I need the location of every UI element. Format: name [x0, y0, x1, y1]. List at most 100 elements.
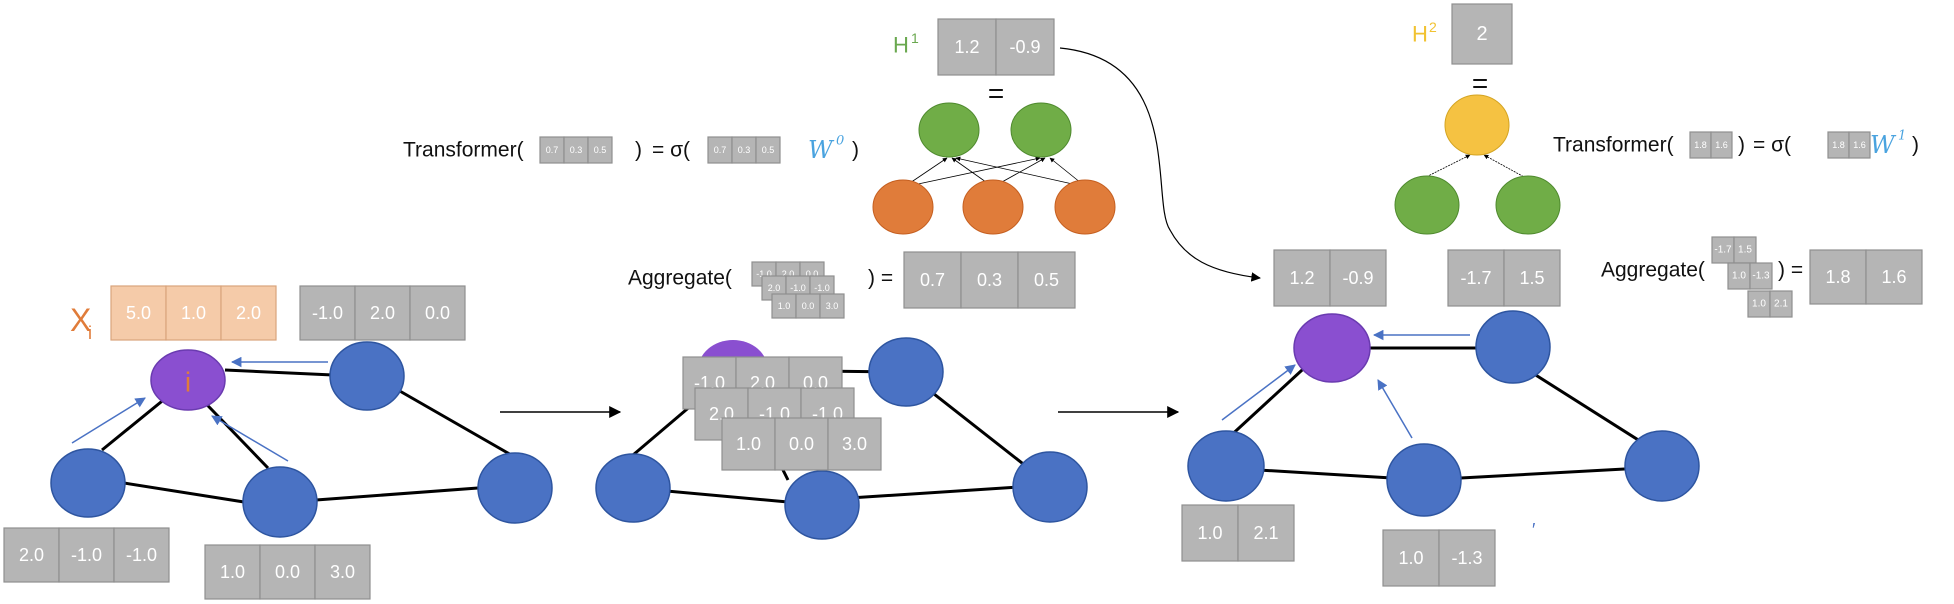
layer1-output-node-2: [1010, 102, 1072, 158]
layer2-mlp-edges: [1423, 154, 1527, 179]
layer1-aggregate-stack-row-3: 1.0 0.0 3.0: [771, 293, 845, 319]
svg-text:) =: ) =: [868, 267, 893, 290]
panel1-neighbor-left-vector-value: -1.0: [126, 545, 157, 565]
layer2-aggregate-stack-row-1-value: -1.7: [1714, 245, 1732, 256]
layer1-aggregate-stack-row-3-cell: [795, 293, 821, 319]
layer1-input-node-1: [872, 179, 934, 235]
layer1-input-node-3: [1054, 179, 1116, 235]
curve-arrow-h1-to-panel3: [1059, 47, 1261, 282]
panel1-neighbor-left-vector-cell: [3, 527, 60, 583]
layer2-aggregate-stack-row-2-value: 1.0: [1732, 271, 1746, 282]
panel3-node-left: [1187, 430, 1265, 502]
svg-text:): ): [852, 139, 859, 162]
svg-text:Aggregate(: Aggregate(: [628, 267, 732, 290]
panel3-top-right-vector-cell: [1503, 249, 1561, 307]
layer1-aggregate-stack-row-3-cell: [771, 293, 797, 319]
panel3-purple-vector-value: 1.2: [1289, 268, 1314, 288]
panel2-stack-row-3-value: 0.0: [789, 434, 814, 454]
panel3-left-vector-cell: [1237, 504, 1295, 562]
panel1-blue-arrows: [71, 356, 328, 462]
panel1-node-i-label: i: [185, 367, 191, 398]
layer1-aggregate-stack-row-2-value: 2.0: [768, 283, 781, 293]
panel1-node-i: [150, 349, 226, 411]
layer2-aggregate-output-value: 1.8: [1825, 267, 1850, 287]
panel3-tick-mark: ′: [1532, 520, 1536, 540]
layer1-aggregate-stack-row-3-value: 1.0: [778, 301, 791, 311]
layer1-aggregate-stack-row-3-value: 0.0: [802, 301, 815, 311]
layer1-aggregate-stack-row-2-value: -1.0: [790, 283, 806, 293]
layer1-transformer-input-value: 0.3: [570, 145, 583, 155]
panel1-xi-vector-value: 5.0: [126, 303, 151, 323]
svg-text:1: 1: [1898, 129, 1906, 144]
panel1-neighbor-top-vector-value: 0.0: [425, 303, 450, 323]
svg-text:Transformer(: Transformer(: [403, 139, 524, 162]
layer2-transformer-input-value: 1.6: [1715, 140, 1728, 150]
layer2-aggregate-stack-row-2-cell: [1749, 262, 1773, 290]
layer1-aggregate-output-cell: [1017, 251, 1076, 309]
layer2-aggregate-stack-row-3-cell: [1769, 290, 1793, 318]
panel3-node-top-right: [1475, 310, 1551, 384]
panel1-xi-vector-value: 2.0: [236, 303, 261, 323]
layer1-transformer-input-value: 0.7: [546, 145, 559, 155]
svg-text:= σ(: = σ(: [652, 139, 690, 162]
svg-text:): ): [1738, 134, 1745, 157]
layer2-h-vector-cell: [1451, 3, 1513, 65]
layer2-sigma-input-value: 1.6: [1853, 140, 1866, 150]
layer1-h-vector-cell: [937, 18, 997, 76]
svg-text:= σ(: = σ(: [1753, 134, 1791, 157]
panel3-left-vector-value: 2.1: [1253, 523, 1278, 543]
svg-text:): ): [635, 139, 642, 162]
panel1-xi-vector-cell: [110, 285, 167, 341]
svg-text:2: 2: [1429, 19, 1437, 35]
layer2-weight: W 1: [1870, 129, 1906, 160]
panel2-node-right: [1012, 451, 1088, 523]
layer1-sigma-input-cell: [707, 136, 733, 164]
panel1-neighbor-left-vector-value: 2.0: [19, 545, 44, 565]
layer2-aggregate-stack-row-3-value: 1.0: [1752, 299, 1766, 310]
panel1-node-right: [477, 452, 553, 524]
layer1-h-vector-cell: [995, 18, 1055, 76]
layer2-input-node-2: [1495, 175, 1561, 235]
panel1-xi-vector-cell: [220, 285, 277, 341]
panel1-node-top-right: [329, 341, 405, 411]
layer1-aggregate-stack-row-3-value: 3.0: [826, 301, 839, 311]
panel3-top-right-vector-cell: [1447, 249, 1505, 307]
panel3-top-right-vector-value: 1.5: [1519, 268, 1544, 288]
layer1-h-vector-value: 1.2: [954, 37, 979, 57]
layer2-aggregate-output: 1.8 1.6: [1809, 249, 1923, 305]
panel3-purple-vector-value: -0.9: [1342, 268, 1373, 288]
svg-text:W: W: [1870, 131, 1897, 159]
layer1-aggregate-stack-row-1-value: 0.0: [806, 269, 819, 279]
panel1-node-left: [50, 448, 126, 518]
panel1-neighbor-bottom-vector-value: 3.0: [330, 562, 355, 582]
panel1-neighbor-left-vector-cell: [113, 527, 170, 583]
panel1-xi-label: X i: [70, 302, 92, 343]
panel3-purple-vector: 1.2 -0.9: [1273, 249, 1387, 307]
svg-text:i: i: [88, 323, 92, 343]
layer2-equals: =: [1472, 68, 1488, 99]
svg-text:H: H: [893, 33, 909, 58]
panel1-neighbor-bottom-vector-value: 1.0: [220, 562, 245, 582]
layer1-aggregate-output-cell: [903, 251, 962, 309]
svg-text:W: W: [808, 136, 835, 164]
svg-text:0: 0: [836, 134, 844, 149]
layer1-h-label: H 1: [893, 30, 919, 58]
svg-text:Transformer(: Transformer(: [1553, 134, 1674, 157]
layer2-aggregate-output-value: 1.6: [1881, 267, 1906, 287]
layer2-sigma-input-cell: [1848, 131, 1871, 159]
layer1-aggregate-output-value: 0.7: [920, 270, 945, 290]
